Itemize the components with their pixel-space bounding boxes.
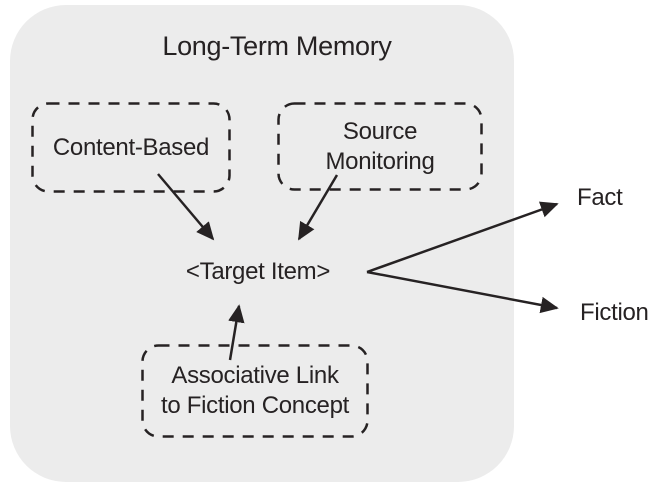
content-based-label: Content-Based [52, 133, 210, 161]
target-item-label: <Target Item> [185, 258, 331, 285]
long-term-memory-container [10, 5, 514, 482]
fiction-label: Fiction [580, 299, 649, 326]
arrow-source-monitoring-to-target [297, 174, 339, 241]
content-based-box [31, 102, 231, 193]
arrow-target-to-fact [366, 201, 559, 274]
diagram-title: Long-Term Memory [162, 31, 392, 61]
associative-link-box [141, 344, 369, 438]
arrow-associative-link-to-target [228, 304, 245, 361]
content-based-node: Content-Based [32, 103, 230, 192]
target-item-node: <Target Item> [158, 256, 358, 288]
fact-label: Fact [577, 184, 623, 211]
associative-link-label-line2: to Fiction Concept [160, 392, 350, 419]
associative-link-node: Associative Link to Fiction Concept [142, 345, 368, 437]
arrow-target-to-fiction [366, 270, 559, 314]
arrow-content-based-to-target [157, 173, 215, 241]
source-monitoring-node: Source Monitoring [278, 103, 482, 190]
source-monitoring-label: Source Monitoring [325, 117, 435, 175]
associative-link-label-line1: Associative Link [171, 362, 339, 389]
source-monitoring-box [277, 102, 483, 191]
